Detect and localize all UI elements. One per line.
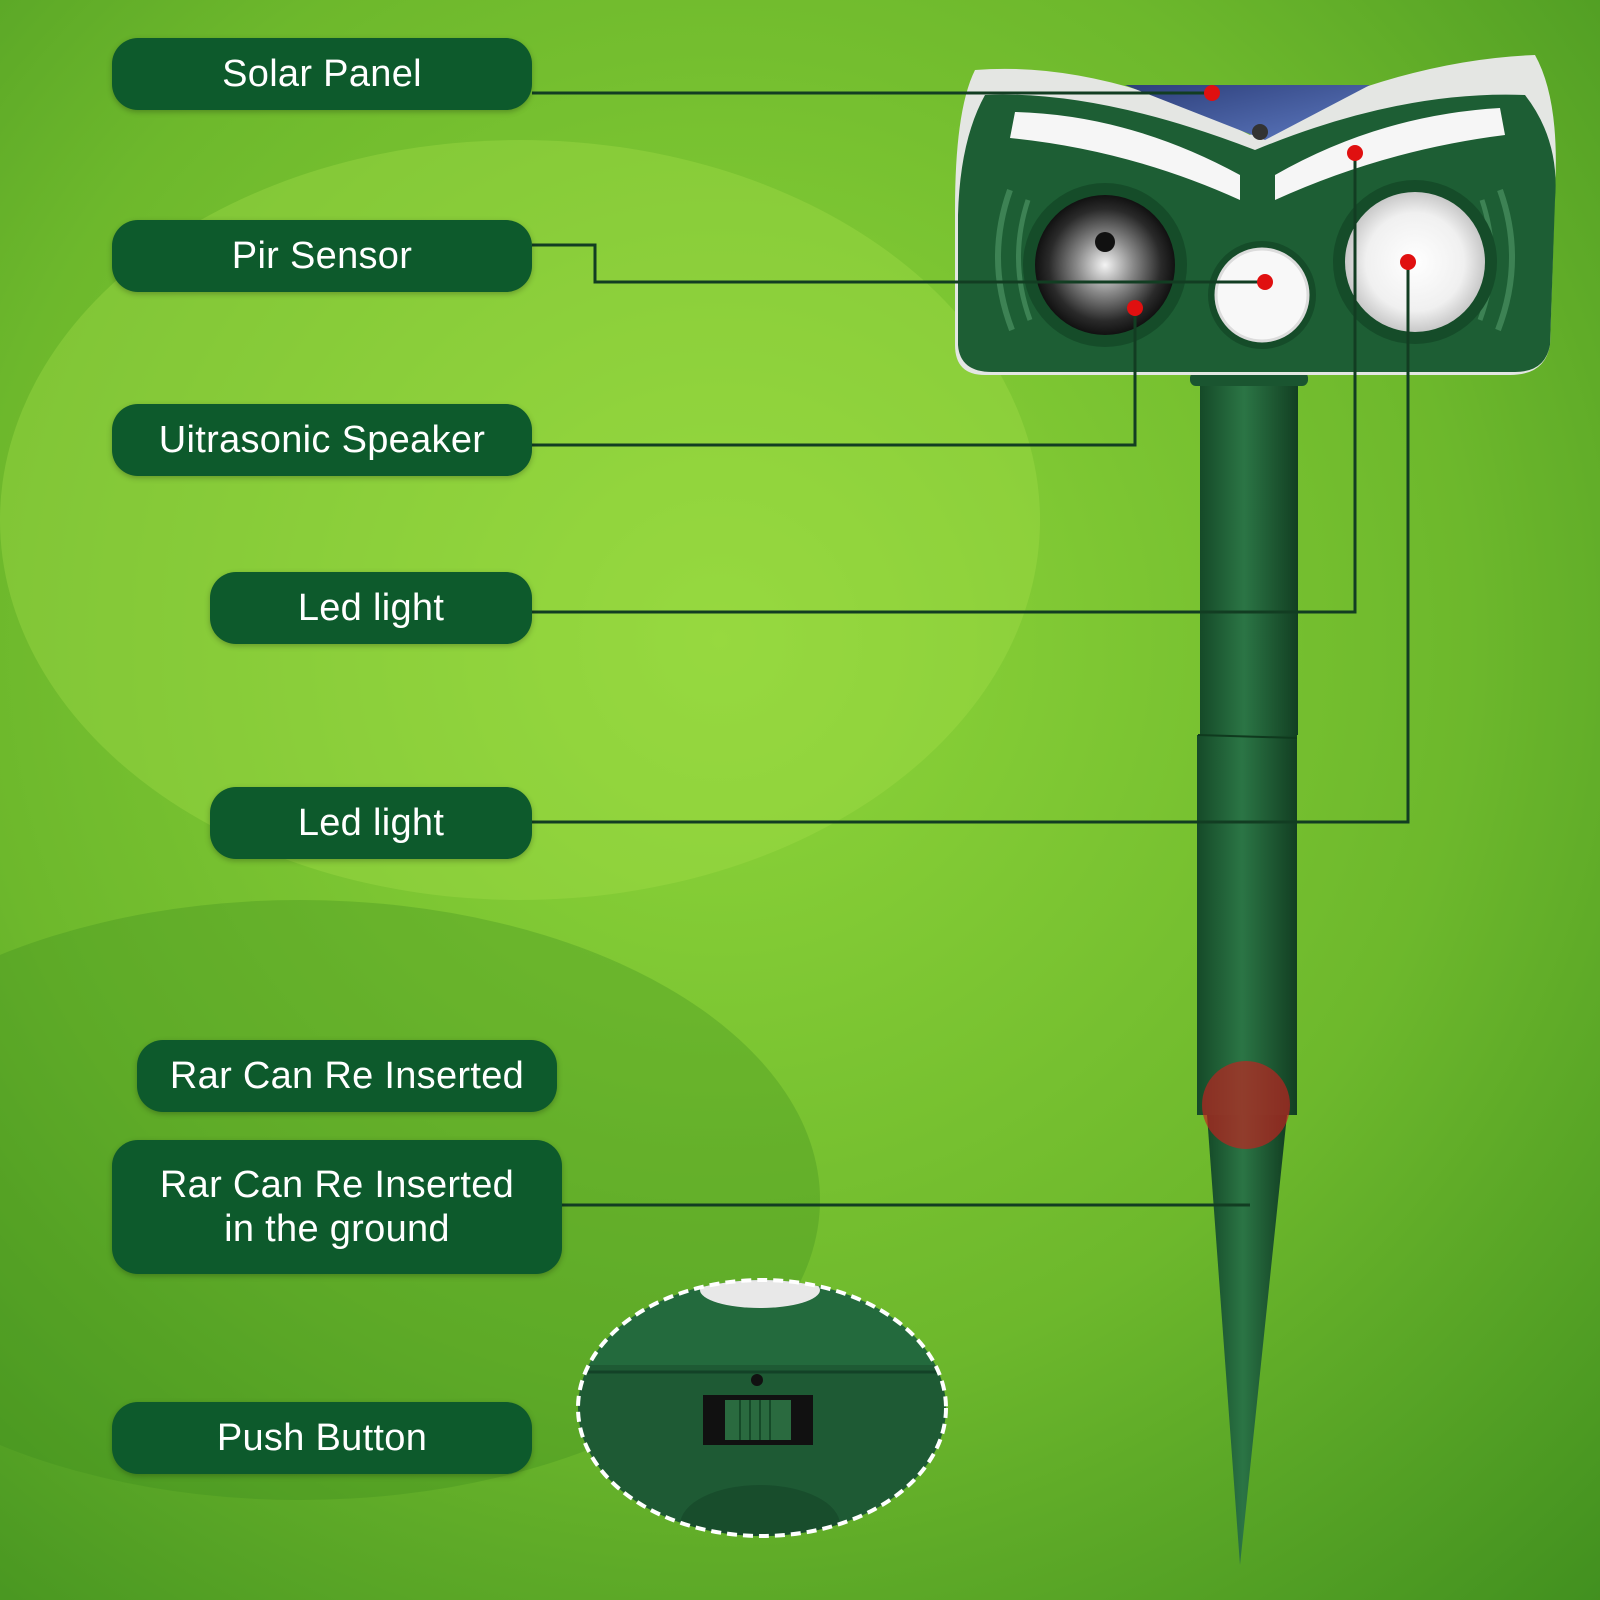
markers — [1127, 85, 1416, 316]
switch-inset — [576, 1278, 948, 1538]
joint-highlight — [1202, 1061, 1290, 1149]
marker-pir-sensor — [1257, 274, 1273, 290]
marker-led-2 — [1400, 254, 1416, 270]
label-ultrasonic-speaker: Uitrasonic Speaker — [112, 404, 532, 476]
repeller-head — [955, 55, 1556, 375]
label-rar-1: Rar Can Re Inserted — [137, 1040, 557, 1112]
grass-highlight — [0, 140, 1040, 900]
marker-led-1 — [1347, 145, 1363, 161]
speaker-icon — [1035, 195, 1175, 335]
led-lamp-icon — [1010, 112, 1240, 200]
label-push-button: Push Button — [112, 1402, 532, 1474]
label-rar-2: Rar Can Re Inserted in the ground — [112, 1140, 562, 1274]
pir-sensor-icon — [1214, 247, 1310, 343]
marker-solar-panel — [1204, 85, 1220, 101]
device-stake — [1190, 372, 1308, 1565]
leader-lines — [532, 91, 1410, 1207]
marker-speaker — [1127, 300, 1143, 316]
label-led-light-2: Led light — [210, 787, 532, 859]
label-solar-panel: Solar Panel — [112, 38, 532, 110]
solar-panel-icon — [1125, 85, 1370, 140]
label-led-light-1: Led light — [210, 572, 532, 644]
label-pir-sensor: Pir Sensor — [112, 220, 532, 292]
